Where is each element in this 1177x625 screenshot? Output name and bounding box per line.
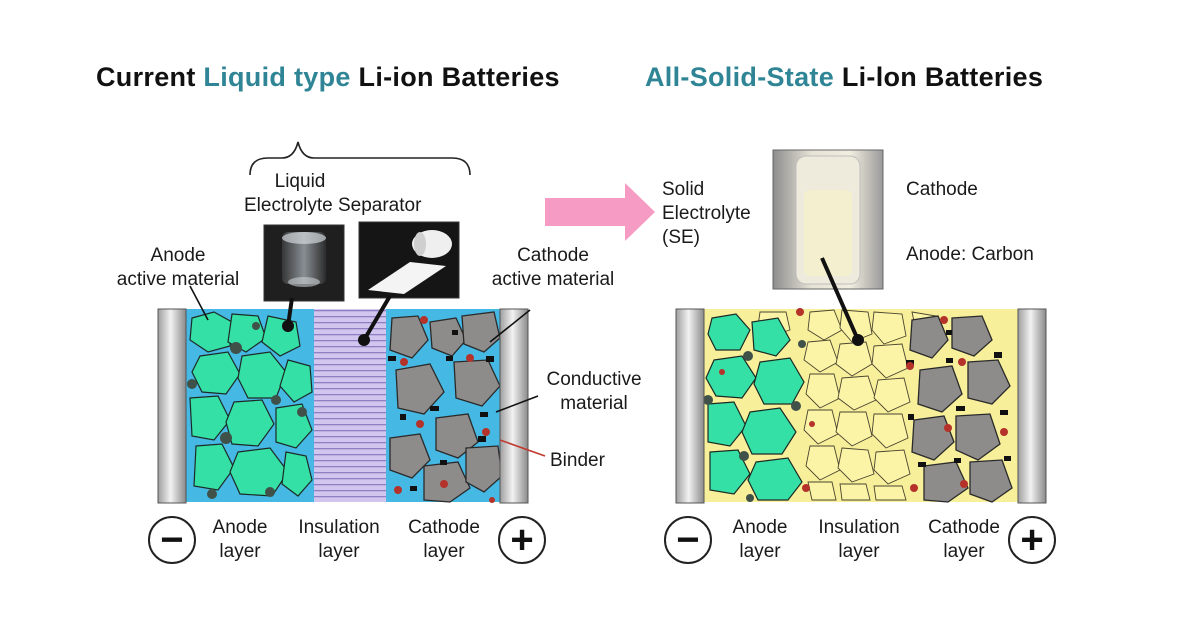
left-anode-layer-line2: layer <box>219 541 261 562</box>
se-line1: Solid <box>662 179 705 200</box>
right-anode-layer-label: Anode layer <box>720 516 800 564</box>
right-insulation-layer-line1: Insulation <box>818 517 900 538</box>
right-battery <box>675 308 1047 504</box>
cathode-active-line1: Cathode <box>517 245 589 266</box>
separator-layer <box>314 309 386 502</box>
liquid-electrolyte-label: Liquid <box>250 170 350 194</box>
right-cathode-layer-line1: Cathode <box>928 517 1000 538</box>
se-line3: (SE) <box>662 227 700 248</box>
right-anode-collector <box>675 308 705 504</box>
right-cathode-layer-line2: layer <box>943 541 985 562</box>
left-title-suffix: Li-ion Batteries <box>350 62 560 92</box>
left-minus-terminal-icon: − <box>148 516 196 564</box>
left-anode-collector <box>157 308 187 504</box>
anode-active-line2: active material <box>116 269 240 290</box>
left-title-accent: Liquid type <box>203 62 351 92</box>
right-insulation-layer-line2: layer <box>838 541 880 562</box>
anode-active-label: Anode active material <box>104 244 252 292</box>
left-cathode-layer-line2: layer <box>423 541 465 562</box>
cathode-text: Cathode <box>906 179 978 200</box>
left-insulation-layer-label: Insulation layer <box>286 516 392 564</box>
transition-arrow <box>545 183 655 241</box>
se-line2: Electrolyte <box>662 203 751 224</box>
right-anode-layer-line2: layer <box>739 541 781 562</box>
solid-electrolyte-label: Solid Electrolyte (SE) <box>662 178 751 250</box>
liquid-brace <box>249 141 471 176</box>
right-minus-symbol: − <box>676 518 700 562</box>
solid-electrolyte-photo <box>772 149 884 290</box>
right-cathode-layer-label: Cathode layer <box>918 516 1010 564</box>
liquid-electrolyte-photo <box>263 224 345 302</box>
left-battery <box>157 308 529 504</box>
left-anode-layer-line1: Anode <box>212 517 268 538</box>
anode-carbon-text: Anode: Carbon <box>906 244 1034 265</box>
electrolyte-separator-label: Electrolyte Separator <box>244 194 421 218</box>
left-plus-symbol: + <box>510 518 534 562</box>
cathode-label: Cathode <box>906 178 978 202</box>
right-plus-symbol: + <box>1020 518 1044 562</box>
right-insulation-layer-label: Insulation layer <box>806 516 912 564</box>
left-title: Current Liquid type Li-ion Batteries <box>96 62 560 93</box>
cathode-active-line2: active material <box>491 269 615 290</box>
left-cathode-layer-line1: Cathode <box>408 517 480 538</box>
liquid-electrolyte-line2: Electrolyte <box>244 195 333 216</box>
left-title-prefix: Current <box>96 62 204 92</box>
cathode-active-label: Cathode active material <box>478 244 628 292</box>
left-cathode-collector <box>499 308 529 504</box>
anode-active-line1: Anode <box>150 245 206 266</box>
left-anode-layer-label: Anode layer <box>200 516 280 564</box>
right-title-accent: All-Solid-State <box>645 62 835 92</box>
left-insulation-layer-line2: layer <box>318 541 360 562</box>
right-plus-terminal-icon: + <box>1008 516 1056 564</box>
anode-carbon-label: Anode: Carbon <box>906 243 1034 267</box>
separator-photo <box>358 221 460 299</box>
binder-label: Binder <box>550 449 605 473</box>
liquid-electrolyte-line1: Liquid <box>274 171 326 192</box>
right-title-suffix: Li-lon Batteries <box>834 62 1044 92</box>
separator-label: Separator <box>337 195 422 216</box>
conductive-material-label: Conductive material <box>538 368 650 416</box>
left-minus-symbol: − <box>160 518 184 562</box>
right-cathode-collector <box>1017 308 1047 504</box>
right-anode-layer-line1: Anode <box>732 517 788 538</box>
conductive-line2: material <box>560 393 628 414</box>
conductive-line1: Conductive <box>546 369 642 390</box>
left-cathode-layer-label: Cathode layer <box>398 516 490 564</box>
binder-text: Binder <box>550 450 605 471</box>
right-minus-terminal-icon: − <box>664 516 712 564</box>
right-title: All-Solid-State Li-lon Batteries <box>645 62 1043 93</box>
left-insulation-layer-line1: Insulation <box>298 517 380 538</box>
left-plus-terminal-icon: + <box>498 516 546 564</box>
